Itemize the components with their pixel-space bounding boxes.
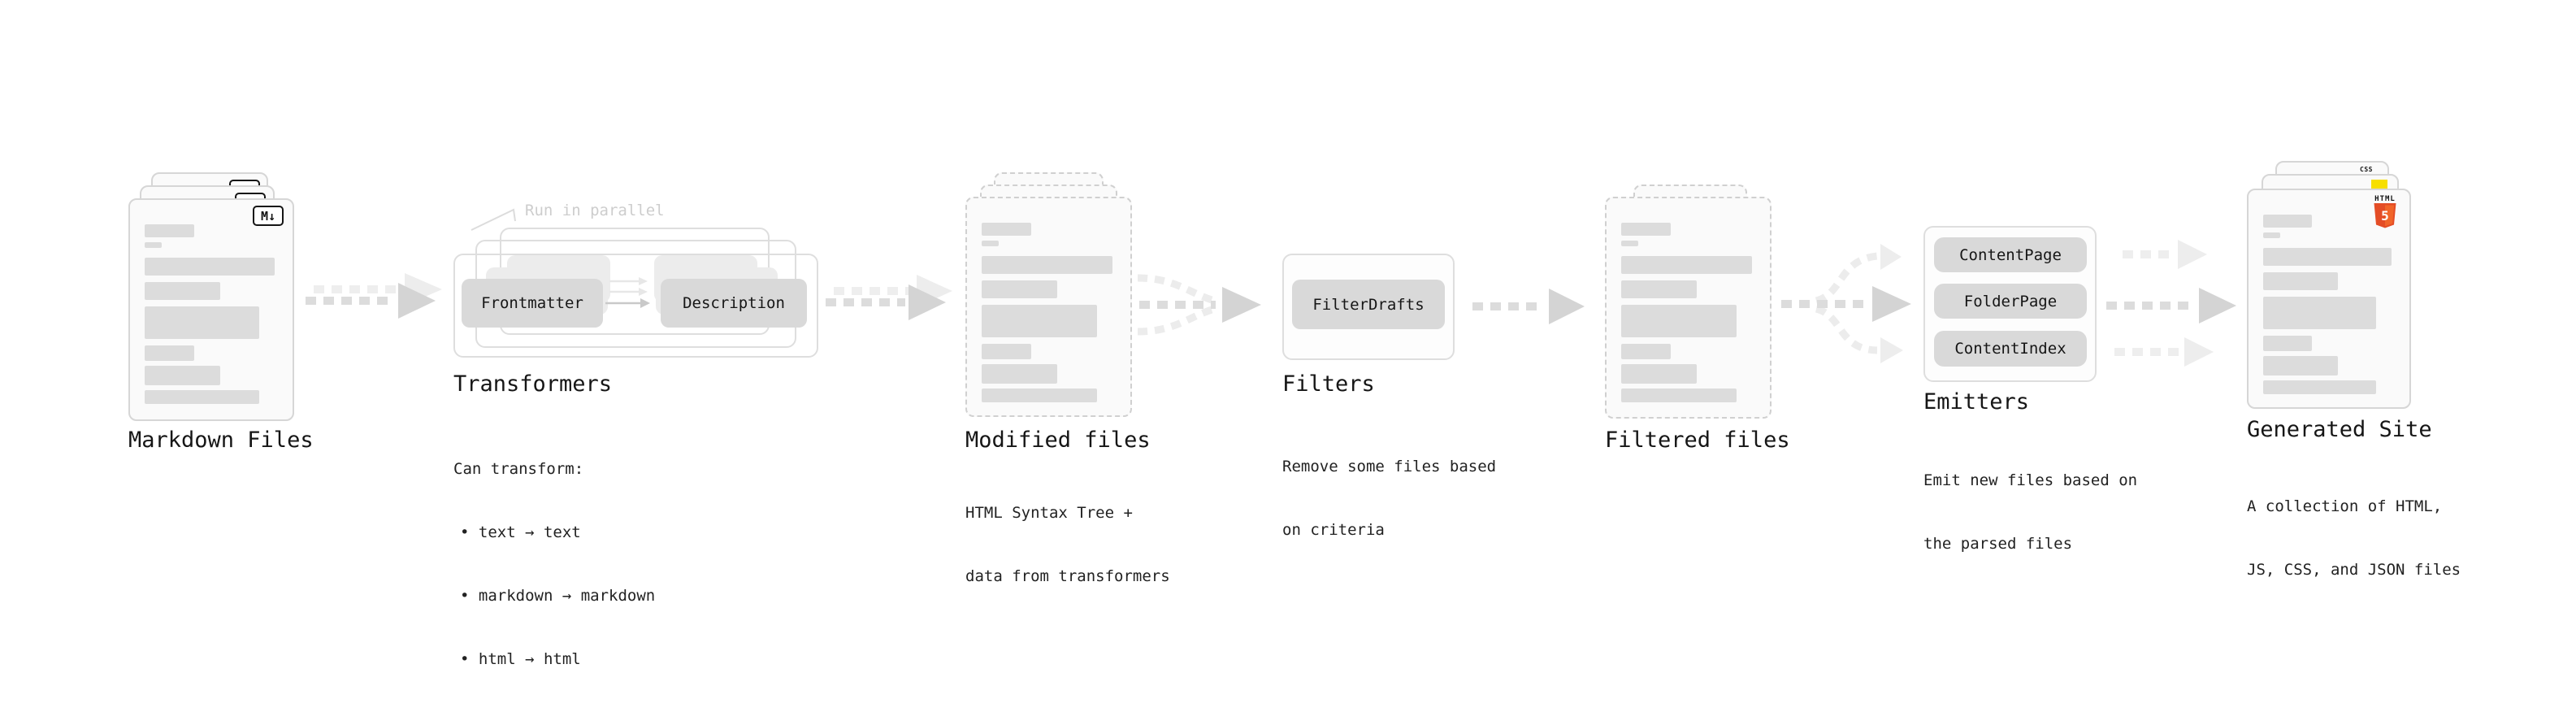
emitter-contentpage-chip: ContentPage (1934, 237, 2087, 272)
transformer-description-chip: Description (661, 279, 807, 328)
emitter-folderpage-chip: FolderPage (1934, 284, 2087, 319)
markdown-icon-glyph: M↓ (260, 208, 276, 224)
transformers-panel-front (453, 254, 818, 358)
emitters-description: Emit new files based on the parsed files (1923, 428, 2137, 597)
arrow-modified-to-filters-merge (1137, 274, 1261, 336)
transformers-description: Can transform: • text → text • markdown … (453, 416, 655, 712)
decorative-text-bars (982, 223, 1112, 402)
generated-desc-line: A collection of HTML, (2247, 497, 2443, 515)
static-site-pipeline-diagram: M↓ M↓ M↓ Markdown Files Frontmatter Desc… (128, 161, 2461, 668)
markdown-icon: M↓ (253, 206, 284, 226)
html5-icon-number: 5 (2381, 208, 2389, 224)
arrow-filtered-to-emitters-fanout (1781, 244, 1911, 363)
decorative-text-bars (1621, 223, 1752, 402)
filtered-file-card-front (1605, 197, 1772, 419)
generated-desc-line: JS, CSS, and JSON files (2247, 561, 2461, 579)
filters-description: Remove some files based on criteria (1282, 414, 1496, 583)
modified-desc-line: data from transformers (965, 567, 1170, 585)
css-icon-label: CSS (2360, 166, 2373, 173)
markdown-files-title: Markdown Files (128, 428, 314, 453)
generated-site-title: Generated Site (2247, 417, 2432, 442)
filters-desc-line: on criteria (1282, 521, 1385, 539)
arrow-emitters-to-generated (2106, 240, 2236, 367)
transformers-bullet: • markdown → markdown (460, 587, 656, 605)
emitters-title: Emitters (1923, 389, 2030, 415)
arrow-transformers-to-modified (826, 275, 952, 320)
html5-shield: 5 (2374, 203, 2396, 228)
emitters-desc-line: the parsed files (1923, 535, 2073, 553)
html5-icon-word: HTML (2374, 195, 2396, 203)
run-in-parallel-note: Run in parallel (525, 202, 665, 219)
transformers-desc-line: Can transform: (453, 460, 584, 478)
transformers-bullet: • text → text (460, 523, 581, 541)
filters-title: Filters (1282, 371, 1375, 397)
transformers-bullet: • html → html (460, 650, 581, 668)
emitters-desc-line: Emit new files based on (1923, 471, 2138, 489)
modified-files-title: Modified files (965, 428, 1151, 453)
decorative-text-bars (2263, 215, 2392, 394)
html5-icon: HTML 5 (2369, 195, 2401, 228)
filters-desc-line: Remove some files based (1282, 458, 1497, 475)
arrow-filters-to-filtered (1472, 289, 1585, 324)
markdown-file-card-front: M↓ (128, 198, 294, 421)
filter-filterdrafts-chip: FilterDrafts (1292, 280, 1445, 329)
modified-desc-line: HTML Syntax Tree + (965, 504, 1133, 522)
generated-file-card-front: HTML 5 (2247, 189, 2411, 409)
transformer-frontmatter-chip: Frontmatter (462, 279, 603, 328)
modified-files-description: HTML Syntax Tree + data from transformer… (965, 460, 1170, 629)
emitter-contentindex-chip: ContentIndex (1934, 331, 2087, 367)
arrow-markdown-to-transformers (306, 273, 442, 319)
modified-file-card-front (965, 197, 1132, 417)
filtered-files-title: Filtered files (1605, 428, 1790, 453)
transformers-title: Transformers (453, 371, 613, 397)
generated-site-description: A collection of HTML, JS, CSS, and JSON … (2247, 454, 2461, 623)
decorative-text-bars (145, 224, 275, 404)
